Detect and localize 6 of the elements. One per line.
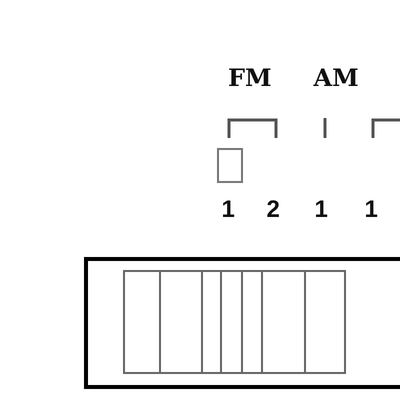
preset-number: 1	[222, 198, 235, 222]
preset-number: 2	[266, 198, 280, 222]
preset-number: 1	[314, 198, 328, 222]
band-label: FM	[228, 66, 272, 90]
band-label: AM	[314, 66, 359, 90]
preset-number: 1	[364, 198, 378, 222]
